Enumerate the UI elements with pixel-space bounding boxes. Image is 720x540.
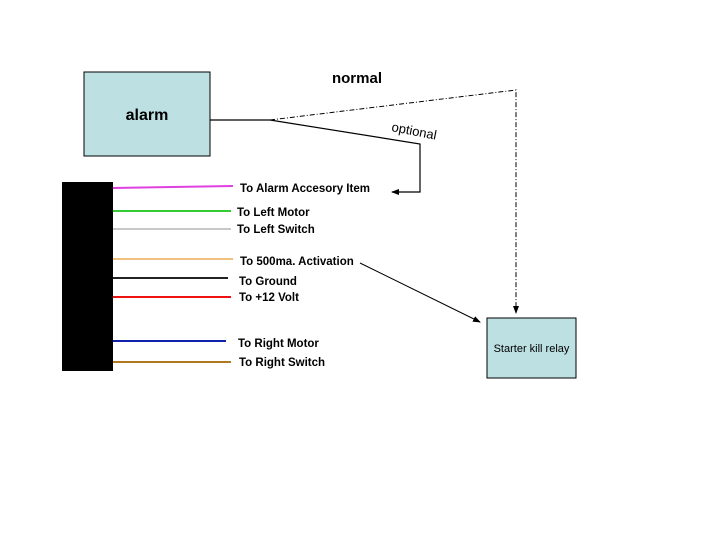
alarm-label: alarm bbox=[126, 107, 169, 124]
wire-label: To +12 Volt bbox=[239, 292, 299, 304]
optional-label: optional bbox=[390, 119, 438, 142]
wire-label: To Ground bbox=[239, 276, 297, 288]
wire-label: To Left Motor bbox=[237, 207, 310, 219]
connector-block bbox=[62, 182, 113, 371]
normal-label: normal bbox=[332, 70, 382, 87]
wire-label: To Left Switch bbox=[237, 224, 315, 236]
wire-label: To 500ma. Activation bbox=[240, 256, 354, 268]
alarm-box bbox=[83, 71, 211, 157]
starter-kill-relay-box bbox=[486, 317, 577, 379]
wire-line bbox=[112, 185, 234, 189]
relay-label: Starter kill relay bbox=[494, 343, 570, 355]
wire-label: To Right Switch bbox=[239, 357, 325, 369]
activation-arrow bbox=[359, 262, 481, 323]
optional-connection-line bbox=[210, 119, 421, 195]
normal-connection-line bbox=[269, 89, 519, 314]
wire-label: To Alarm Accesory Item bbox=[240, 183, 370, 195]
wire-label: To Right Motor bbox=[238, 338, 319, 350]
